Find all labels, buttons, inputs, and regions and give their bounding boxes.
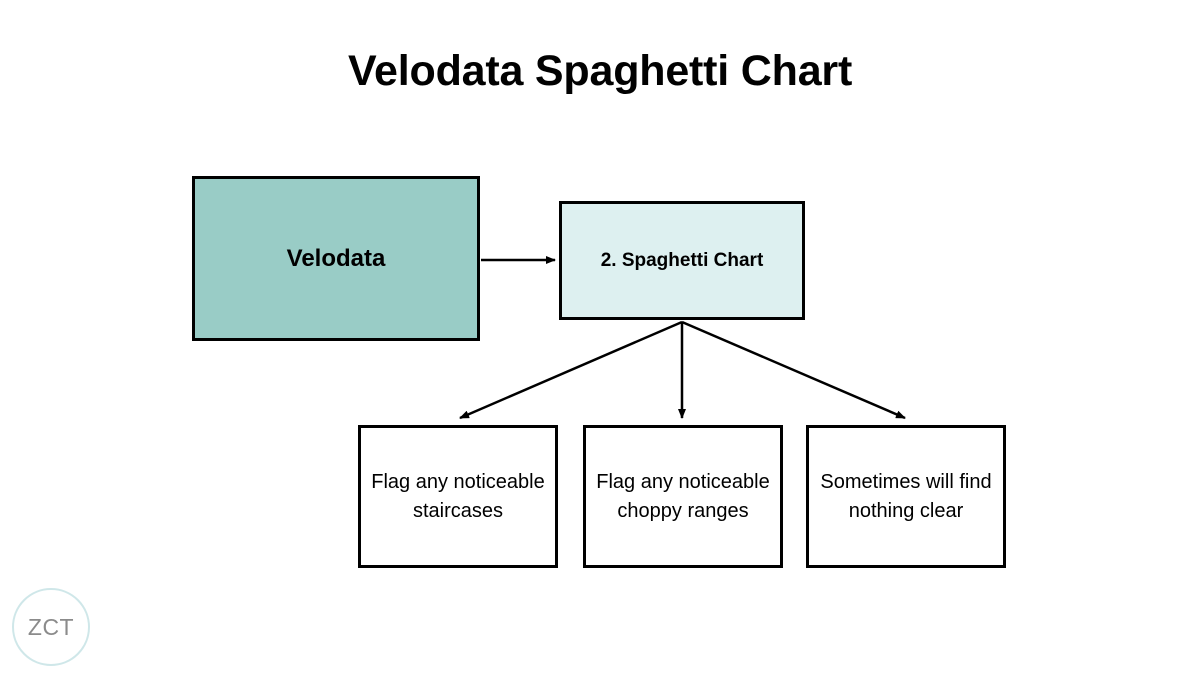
connector-spaghetti-to-outcome-0: [459, 320, 683, 420]
node-outcome-choppy-ranges[interactable]: Flag any noticeable choppy ranges: [583, 425, 783, 568]
page-title: Velodata Spaghetti Chart: [347, 47, 853, 95]
node-velodata[interactable]: Velodata: [192, 176, 480, 341]
node-spaghetti-chart-label: 2. Spaghetti Chart: [600, 249, 764, 271]
node-outcome-staircases-label: Flag any noticeable staircases: [371, 470, 545, 522]
node-outcome-nothing-clear-label: Sometimes will find nothing clear: [820, 470, 992, 522]
node-velodata-label: Velodata: [286, 244, 386, 272]
node-spaghetti-chart[interactable]: 2. Spaghetti Chart: [559, 201, 805, 320]
node-outcome-staircases[interactable]: Flag any noticeable staircases: [358, 425, 558, 568]
zct-logo: ZCT: [12, 588, 90, 666]
logo-text: ZCT: [27, 613, 75, 640]
node-outcome-choppy-ranges-label: Flag any noticeable choppy ranges: [596, 470, 770, 522]
node-outcome-nothing-clear[interactable]: Sometimes will find nothing clear: [806, 425, 1006, 568]
logo-ring-icon: [12, 588, 90, 666]
connector-spaghetti-to-outcome-2: [681, 320, 906, 420]
